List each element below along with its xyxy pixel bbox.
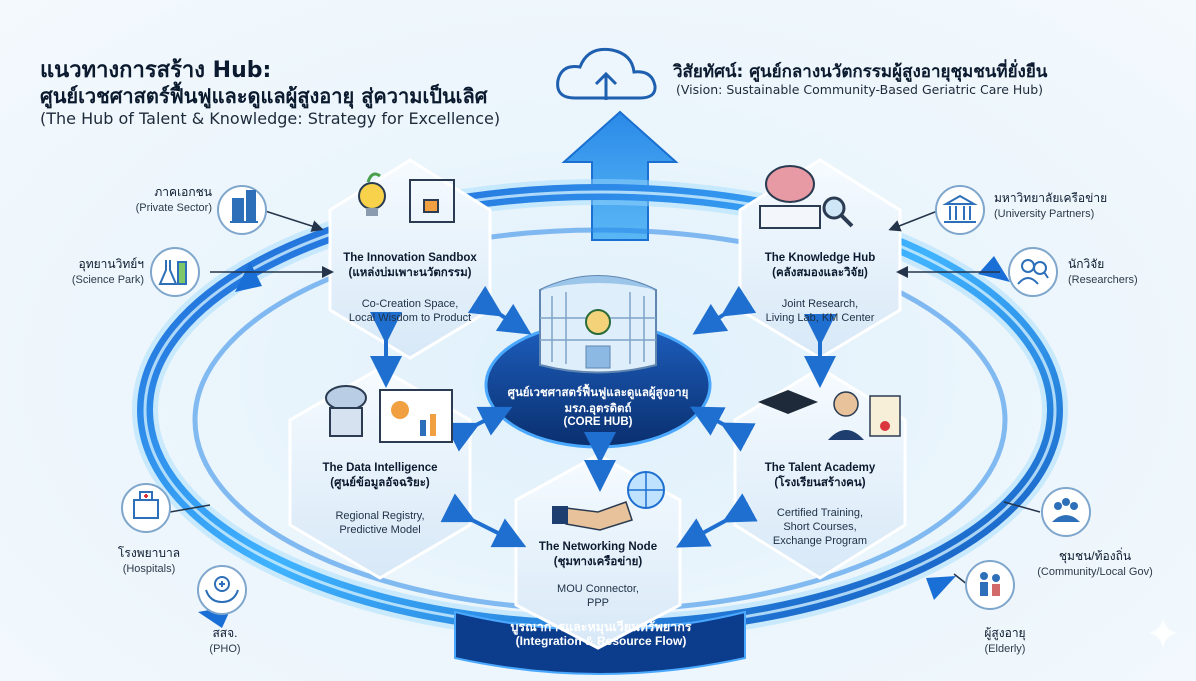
flow-label-en: (Integration & Resource Flow): [515, 634, 687, 648]
connector-arrows: [370, 285, 836, 548]
vision-subtitle: (Vision: Sustainable Community-Based Ger…: [676, 82, 1044, 97]
graduation-icon: [758, 390, 901, 440]
hex-network-desc1: MOU Connector,: [557, 583, 639, 595]
stake-hospital-thai: โรงพยาบาล: [117, 546, 181, 560]
hex-network-title: The Networking Node: [538, 541, 658, 553]
stake-hospital-en: (Hospitals): [122, 563, 176, 575]
hex-talent-desc1: Certified Training,: [776, 507, 864, 519]
stakeholder-pho: สสจ. (PHO): [170, 625, 280, 657]
3d-printer-icon: [409, 179, 455, 223]
cloud-upload-icon: [556, 47, 657, 100]
hex-talent-thai: (โรงเรียนสร้างคน): [774, 477, 866, 489]
lab-flask-icon: [158, 260, 187, 285]
stake-science-en: (Science Park): [71, 274, 144, 286]
hex-knowledge-desc1: Joint Research,: [781, 298, 859, 310]
hex-network-desc2: PPP: [586, 597, 609, 609]
stake-private-en: (Private Sector): [135, 202, 212, 214]
brain-book-icon: [759, 165, 854, 229]
hex-data-desc2: Predictive Model: [339, 524, 421, 536]
stakeholder-university-partners: มหาวิทยาลัยเครือข่าย (University Partner…: [994, 190, 1154, 222]
stake-private-thai: ภาคเอกชน: [154, 185, 212, 199]
vision-title: วิสัยทัศน์: ศูนย์กลางนวัตกรรมผู้สูงอายุช…: [673, 62, 1048, 82]
elderly-couple-icon: [980, 572, 1000, 596]
stake-elderly-en: (Elderly): [984, 643, 1026, 655]
hex-talent-desc3: Exchange Program: [772, 535, 868, 547]
database-dashboard-icon: [325, 385, 453, 443]
page-title: แนวทางการสร้าง Hub:: [40, 58, 272, 83]
stake-university-thai: มหาวิทยาลัยเครือข่าย: [994, 191, 1108, 205]
hex-innovation-desc2: Local Wisdom to Product: [348, 312, 472, 324]
researcher-icon: [1017, 259, 1049, 285]
stake-researchers-en: (Researchers): [1068, 274, 1138, 286]
hex-data-desc1: Regional Registry,: [335, 510, 425, 522]
stake-science-thai: อุทยานวิทย์ฯ: [78, 257, 144, 271]
hex-talent-title: The Talent Academy: [764, 462, 876, 474]
hospital-icon: [133, 491, 159, 519]
stakeholder-hospitals: โรงพยาบาล (Hospitals): [94, 545, 204, 577]
handshake-globe-icon: [552, 471, 665, 531]
core-hub-name: ศูนย์เวชศาสตร์ฟื้นฟูและดูแลผู้สูงอายุ: [507, 387, 689, 399]
flow-label-thai: บูรณาการและหมุนเวียนทรัพยากร: [510, 620, 692, 634]
hex-knowledge-title: The Knowledge Hub: [764, 252, 876, 264]
stake-community-thai: ชุมชน/ท้องถิ่น: [1058, 549, 1132, 563]
hex-data-title: The Data Intelligence: [322, 462, 438, 474]
office-building-icon: [230, 190, 258, 223]
page-title-thai: ศูนย์เวชศาสตร์ฟื้นฟูและดูแลผู้สูงอายุ สู…: [40, 84, 488, 108]
hex-knowledge-thai: (คลังสมองและวิจัย): [772, 267, 868, 279]
stake-pho-en: (PHO): [209, 643, 241, 655]
hex-innovation-title: The Innovation Sandbox: [343, 252, 477, 264]
hex-data-thai: (ศูนย์ข้อมูลอัจฉริยะ): [330, 477, 430, 489]
stakeholder-researchers: นักวิจัย (Researchers): [1068, 256, 1178, 288]
stake-researchers-thai: นักวิจัย: [1068, 257, 1105, 271]
core-hub-label: (CORE HUB): [563, 416, 633, 428]
page-subtitle: (The Hub of Talent & Knowledge: Strategy…: [40, 109, 501, 128]
stake-elderly-thai: ผู้สูงอายุ: [984, 626, 1026, 640]
stakeholder-community: ชุมชน/ท้องถิ่น (Community/Local Gov): [1020, 548, 1170, 580]
university-icon: [942, 194, 978, 223]
core-building-icon: [539, 275, 657, 374]
stakeholder-private-sector: ภาคเอกชน (Private Sector): [102, 184, 212, 216]
stake-university-en: (University Partners): [994, 208, 1095, 220]
hex-innovation-thai: (แหล่งบ่มเพาะนวัตกรรม): [348, 267, 472, 279]
core-hub-university: มรภ.อุตรดิตถ์: [564, 403, 632, 415]
lightbulb-icon: [358, 172, 386, 216]
hex-knowledge-desc2: Living Lab, KM Center: [765, 312, 875, 324]
vision-up-arrow: [561, 110, 679, 241]
community-group-icon: [1052, 498, 1080, 522]
stakeholder-science-park: อุทยานวิทย์ฯ (Science Park): [34, 256, 144, 288]
stake-community-en: (Community/Local Gov): [1037, 566, 1153, 578]
health-care-hands-icon: [205, 576, 239, 604]
hex-innovation-desc1: Co-Creation Space,: [361, 298, 459, 310]
hex-talent-desc2: Short Courses,: [783, 521, 857, 533]
stakeholder-lines: [169, 209, 1041, 597]
stakeholder-elderly: ผู้สูงอายุ (Elderly): [960, 625, 1050, 657]
hex-network-thai: (ชุมทางเครือข่าย): [553, 556, 643, 568]
stake-pho-thai: สสจ.: [212, 626, 238, 640]
sparkle-icon: [1148, 618, 1178, 648]
